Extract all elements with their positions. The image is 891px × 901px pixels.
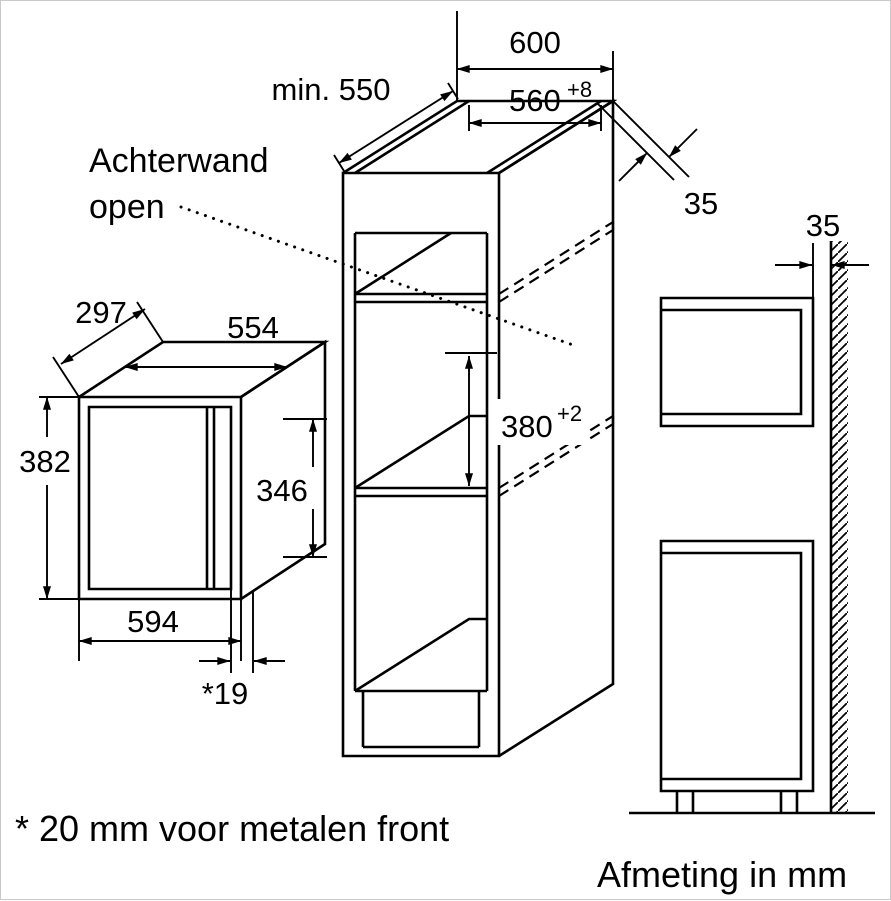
sideview-lower-cabinet-inner [661, 551, 803, 781]
dim-cabinet-width-label: 600 [509, 25, 561, 60]
dim-600-extensions [456, 11, 614, 101]
cabinet-shelf-lower [355, 486, 487, 498]
label-mask-380 [497, 399, 585, 445]
dim-front-frame-depth-label: *19 [202, 676, 249, 711]
cabinet-top-face-panel-edges [354, 99, 602, 175]
side-view-drawing [629, 241, 875, 815]
dim-microwave-width-label: 594 [127, 604, 179, 639]
back-wall-note-line1: Achterwand [89, 142, 269, 180]
dim-19-extensions [230, 589, 254, 673]
dim-35-left-arrow-a [668, 128, 698, 158]
cabinet-dimensions [179, 11, 698, 487]
dim-min-depth-label: min. 550 [272, 72, 391, 107]
dim-382-extensions [39, 396, 79, 600]
sideview-upper-cabinet [659, 296, 815, 428]
sideview-upper-cabinet-inner [661, 308, 803, 416]
dim-microwave-depth-label: 297 [75, 295, 127, 330]
cabinet-hidden-shelf-lower [498, 415, 615, 497]
dim-554-extensions [78, 362, 294, 398]
units-note: Afmeting in mm [597, 854, 847, 895]
dim-35-left-arrow-b [618, 152, 648, 182]
dim-microwave-body-height-label: 346 [256, 473, 308, 508]
labels: 600 560 +8 min. 550 35 380 +2 Achterwand… [15, 25, 847, 895]
dim-microwave-height-label: 382 [19, 444, 71, 479]
dim-297-extensions [52, 301, 164, 398]
dim-niche-width-label: 560 [509, 83, 561, 118]
microwave-door [87, 405, 233, 591]
back-wall-note-line2: open [89, 188, 165, 226]
dim-niche-height-tolerance: +2 [557, 401, 582, 426]
dim-wall-clearance-label: 35 [806, 208, 840, 243]
microwave-front-face [77, 395, 243, 601]
dim-microwave-body-width-label: 554 [227, 310, 279, 345]
dim-297-line [60, 308, 146, 365]
cabinet-hidden-shelf-upper [498, 221, 615, 303]
wall-hatching [831, 241, 848, 813]
dim-niche-width-tolerance: +8 [567, 77, 592, 102]
label-mask-346 [249, 467, 317, 509]
dim-35-left-extensions [597, 100, 690, 181]
cabinet-right-face [498, 98, 615, 758]
sideview-legs [675, 791, 799, 813]
dim-niche-height-label: 380 [501, 409, 553, 444]
footnote-metal-front: * 20 mm voor metalen front [15, 808, 449, 849]
dim-side-panel-label: 35 [684, 186, 718, 221]
cabinet-front-face [341, 171, 501, 758]
microwave-dimensions [39, 301, 327, 673]
microwave-door-edge-lines [205, 407, 216, 589]
microwave-top-face [78, 340, 330, 399]
sideview-lower-cabinet [659, 539, 815, 793]
cabinet-top-face [342, 99, 618, 175]
dim-346-extensions [283, 418, 327, 558]
cabinet-shelf-upper [355, 292, 487, 304]
back-wall-leader-dotted [179, 205, 575, 347]
dim-594-extensions [78, 599, 242, 661]
cabinet-inner-frame [353, 231, 489, 691]
dim-min550-line [338, 90, 454, 164]
cabinet-plinth [361, 691, 481, 749]
